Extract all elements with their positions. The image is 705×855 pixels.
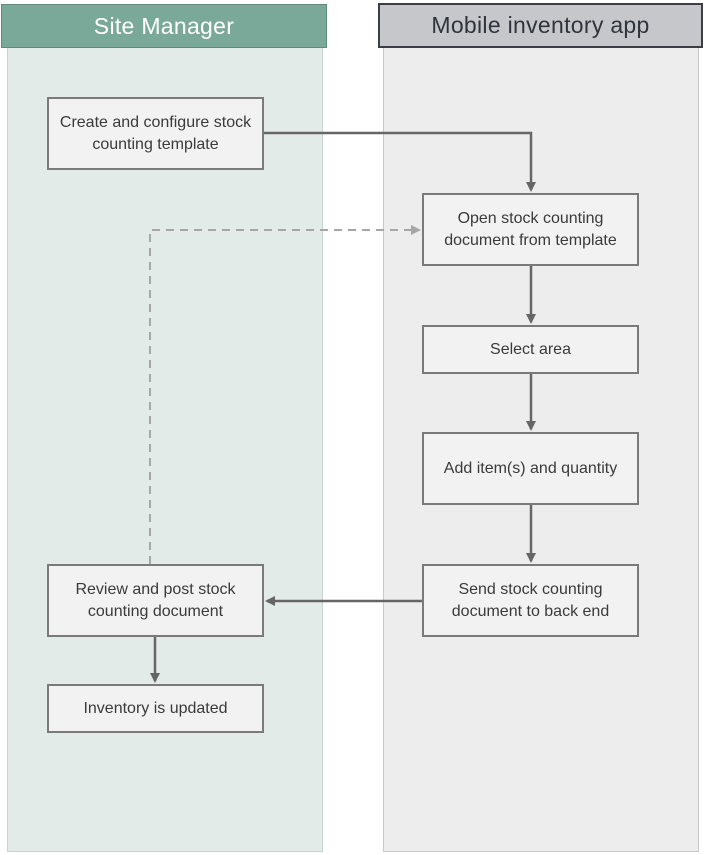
step-create-template: Create and configure stock counting temp… [47, 97, 264, 170]
step-send-document: Send stock counting document to back end [422, 564, 639, 637]
step-add-items: Add item(s) and quantity [422, 432, 639, 505]
mobile-inventory-app-lane-header: Mobile inventory app [378, 3, 703, 48]
step-open-document: Open stock counting document from templa… [422, 193, 639, 266]
dashed-arrow-review-to-open [149, 225, 421, 564]
arrow-create-to-open [264, 131, 536, 192]
step-select-area: Select area [422, 325, 639, 374]
step-inventory-updated: Inventory is updated [47, 684, 264, 733]
step-review-post: Review and post stock counting document [47, 564, 264, 637]
site-manager-lane-header: Site Manager [1, 4, 327, 48]
